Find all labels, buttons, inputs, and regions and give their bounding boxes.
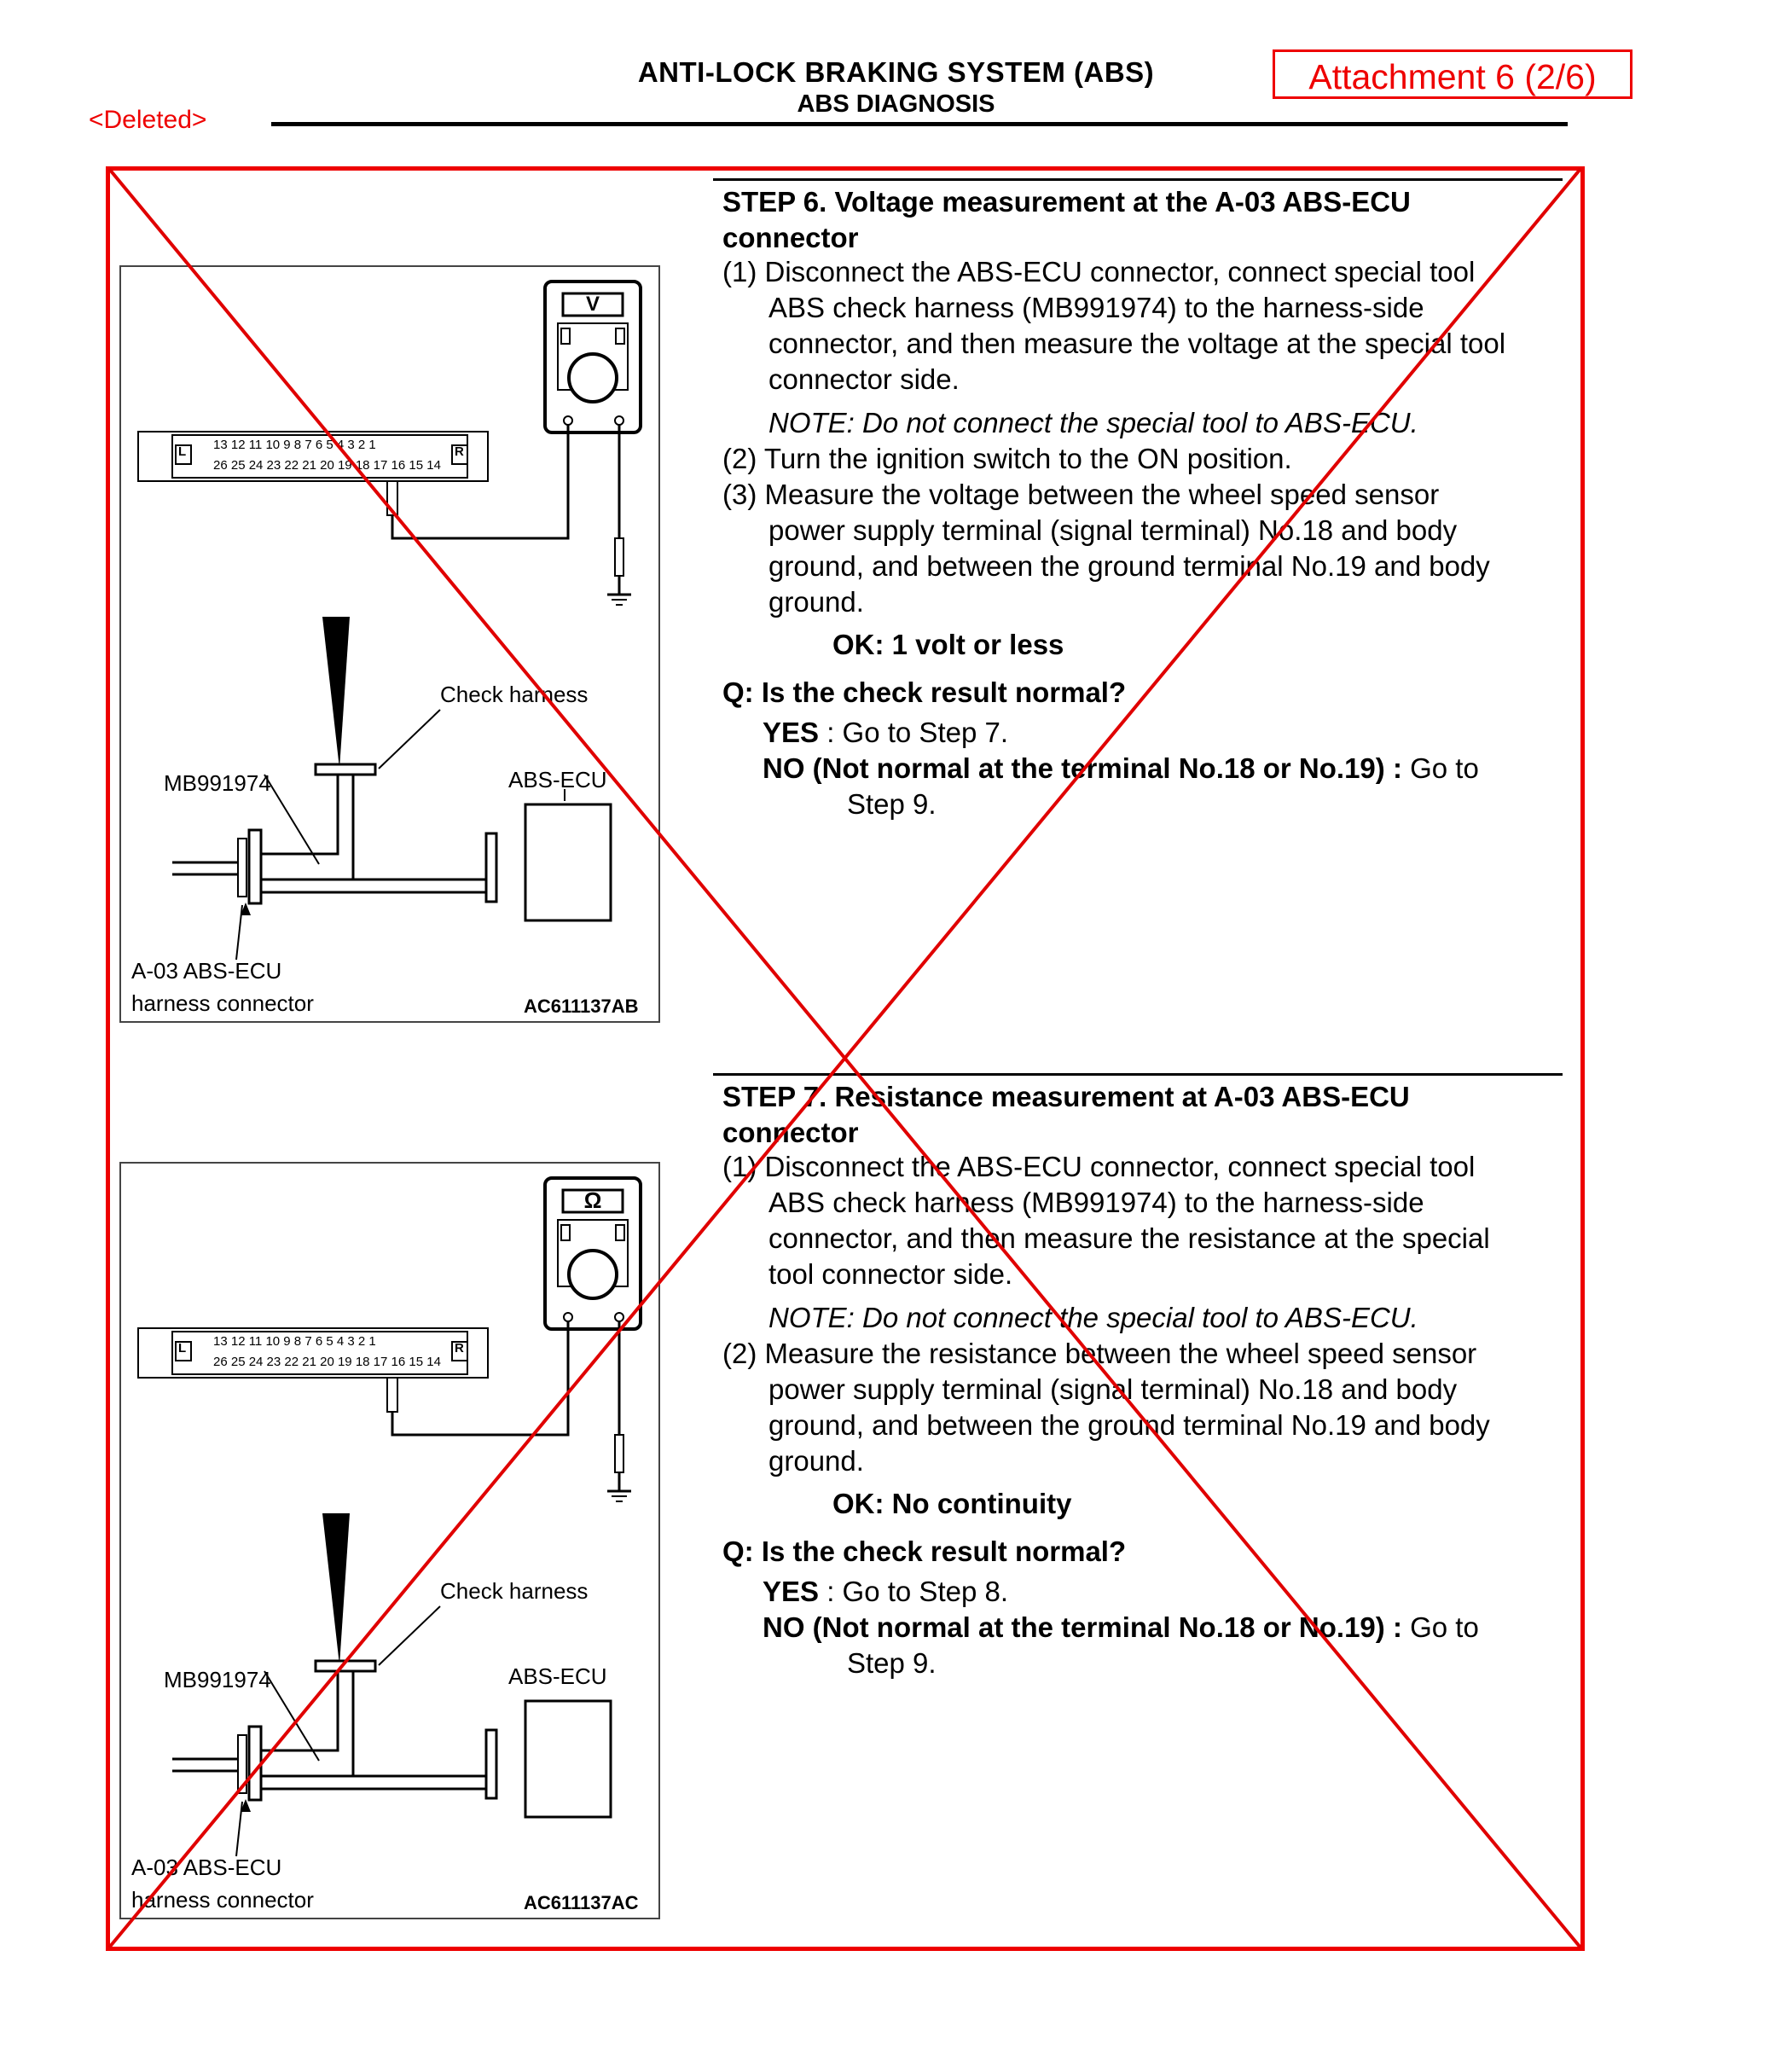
step7-item1-line4: tool connector side. xyxy=(768,1258,1013,1290)
step6-item3-line2: power supply terminal (signal terminal) … xyxy=(768,514,1458,546)
step6-no-text: Go to xyxy=(1401,752,1479,784)
step7-title-line1: STEP 7. Resistance measurement at A-03 A… xyxy=(722,1081,1410,1112)
step6-item3-line1: (3) Measure the voltage between the whee… xyxy=(722,479,1440,510)
step7-note: NOTE: Do not connect the special tool to… xyxy=(768,1302,1418,1333)
connector-label-line2: harness connector xyxy=(131,1887,314,1913)
step6-item2: (2) Turn the ignition switch to the ON p… xyxy=(722,443,1292,474)
step6-ok: OK: 1 volt or less xyxy=(832,629,1064,660)
step7-item2-line3: ground, and between the ground terminal … xyxy=(768,1409,1490,1441)
step7-item1-line1: (1) Disconnect the ABS-ECU connector, co… xyxy=(722,1151,1476,1182)
figure-resistance-drawing xyxy=(137,1176,642,1857)
step6-yes: YES : Go to Step 7. xyxy=(763,715,1008,750)
step6-yes-label: YES xyxy=(763,717,820,748)
step6-no-text2: Step 9. xyxy=(847,788,937,820)
step6-title-line2: connector xyxy=(722,222,859,253)
connector-right-mark: R xyxy=(455,1341,464,1355)
step7-no: NO (Not normal at the terminal No.18 or … xyxy=(763,1610,1479,1645)
figure-resistance: Ω 13 12 11 10 9 8 7 6 5 4 3 2 1 26 25 24… xyxy=(119,1162,660,1919)
connector-label-line1: A-03 ABS-ECU xyxy=(131,958,282,984)
connector-pins-top: 13 12 11 10 9 8 7 6 5 4 3 2 1 xyxy=(213,438,376,452)
connector-pins-top: 13 12 11 10 9 8 7 6 5 4 3 2 1 xyxy=(213,1334,376,1349)
page-title: ANTI-LOCK BRAKING SYSTEM (ABS) xyxy=(637,56,1155,88)
ecu-label: ABS-ECU xyxy=(508,767,607,792)
step7-no-text: Go to xyxy=(1401,1611,1479,1643)
step7-rule xyxy=(713,1073,1563,1076)
step6-rule xyxy=(713,178,1563,181)
step6-title-line1: STEP 6. Voltage measurement at the A-03 … xyxy=(722,186,1411,218)
connector-label-line2: harness connector xyxy=(131,990,314,1016)
step6-item3-line3: ground, and between the ground terminal … xyxy=(768,550,1490,582)
attachment-badge: Attachment 6 (2/6) xyxy=(1273,49,1633,99)
step7-yes-label: YES xyxy=(763,1576,820,1607)
step6-note: NOTE: Do not connect the special tool to… xyxy=(768,407,1418,438)
step6-question: Q: Is the check result normal? xyxy=(722,676,1127,708)
step7-yes-text: : Go to Step 8. xyxy=(819,1576,1009,1607)
figure-code: AC611137AC xyxy=(524,1892,639,1913)
step6-item1-line1: (1) Disconnect the ABS-ECU connector, co… xyxy=(722,256,1476,287)
figure-voltage-drawing xyxy=(137,280,642,961)
connector-label-line1: A-03 ABS-ECU xyxy=(131,1855,282,1880)
step6-yes-text: : Go to Step 7. xyxy=(819,717,1009,748)
figure-voltage: V 13 12 11 10 9 8 7 6 5 4 3 2 1 26 25 24… xyxy=(119,265,660,1023)
step6-no-label: NO (Not normal at the terminal No.18 or … xyxy=(763,752,1402,784)
figure-code: AC611137AB xyxy=(524,996,639,1017)
tool-label: MB991974 xyxy=(164,770,271,796)
step7-item1-line2: ABS check harness (MB991974) to the harn… xyxy=(768,1187,1424,1218)
meter-symbol: Ω xyxy=(583,1187,602,1213)
meter-symbol: V xyxy=(585,293,600,316)
connector-pins-bottom: 26 25 24 23 22 21 20 19 18 17 16 15 14 xyxy=(213,1355,441,1369)
step7-item2-line4: ground. xyxy=(768,1445,864,1477)
header-rule xyxy=(271,122,1568,126)
step7-item2-line1: (2) Measure the resistance between the w… xyxy=(722,1338,1477,1369)
step6-item1-line3: connector, and then measure the voltage … xyxy=(768,328,1506,359)
step7-no-text2: Step 9. xyxy=(847,1647,937,1679)
step7-ok: OK: No continuity xyxy=(832,1488,1072,1519)
page-subtitle: ABS DIAGNOSIS xyxy=(797,90,995,118)
step6-item3-line4: ground. xyxy=(768,586,864,618)
connector-left-mark: L xyxy=(178,444,187,459)
ecu-label: ABS-ECU xyxy=(508,1663,607,1689)
check-harness-label: Check harness xyxy=(440,682,589,707)
connector-left-mark: L xyxy=(178,1341,187,1355)
step7-item2-line2: power supply terminal (signal terminal) … xyxy=(768,1373,1458,1405)
tool-label: MB991974 xyxy=(164,1667,271,1692)
check-harness-label: Check harness xyxy=(440,1578,589,1604)
step6-item1-line4: connector side. xyxy=(768,363,960,395)
step6-item1-line2: ABS check harness (MB991974) to the harn… xyxy=(768,292,1424,323)
step7-item1-line3: connector, and then measure the resistan… xyxy=(768,1222,1490,1254)
step6-no: NO (Not normal at the terminal No.18 or … xyxy=(763,751,1479,786)
connector-right-mark: R xyxy=(455,444,464,459)
deleted-mark: <Deleted> xyxy=(89,106,207,134)
step7-question: Q: Is the check result normal? xyxy=(722,1535,1127,1567)
step7-title-line2: connector xyxy=(722,1117,859,1148)
step7-yes: YES : Go to Step 8. xyxy=(763,1574,1008,1609)
step7-no-label: NO (Not normal at the terminal No.18 or … xyxy=(763,1611,1402,1643)
connector-pins-bottom: 26 25 24 23 22 21 20 19 18 17 16 15 14 xyxy=(213,458,441,473)
